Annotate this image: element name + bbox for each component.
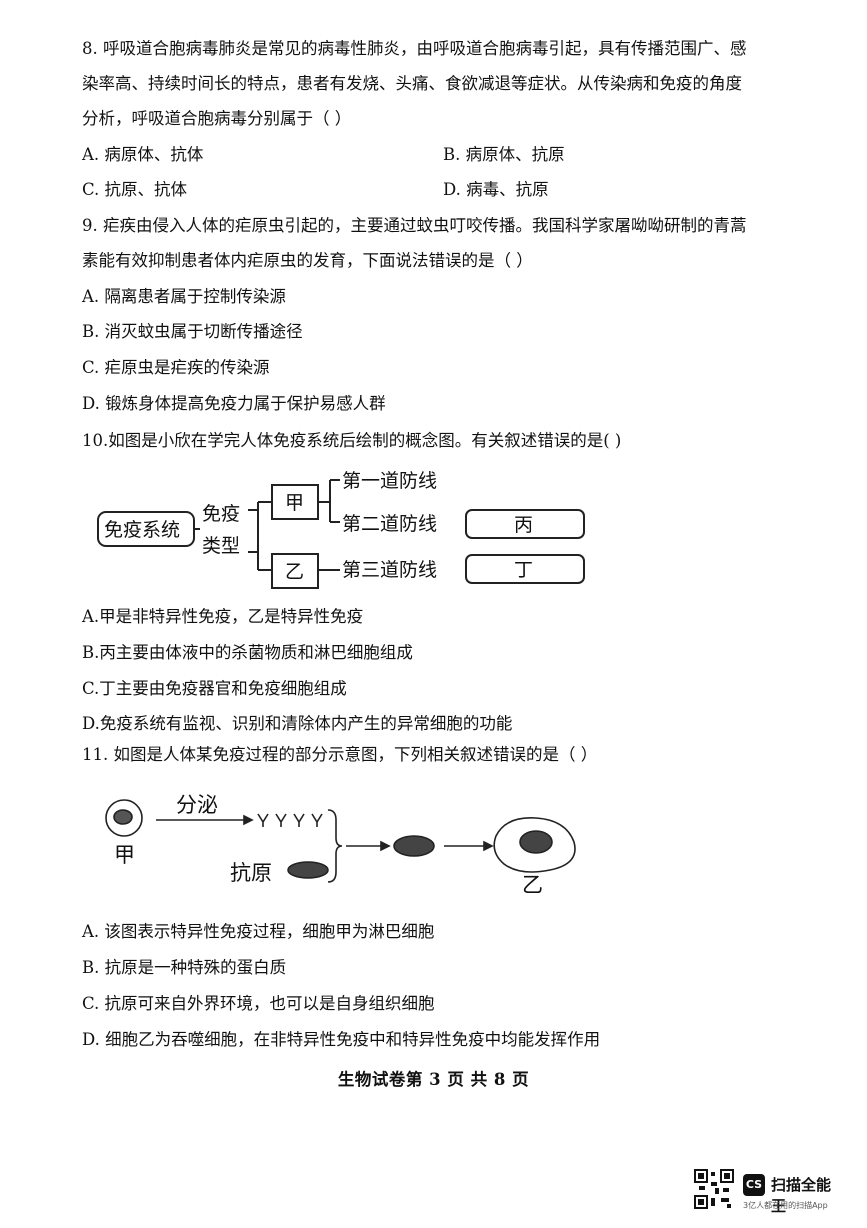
node-b-label: 乙 [285,561,304,583]
cell-a-icon [105,799,143,837]
line2-label: 第二道防线 [342,513,437,535]
q11-option-d: D. 细胞乙为吞噬细胞，在非特异性免疫中和特异性免疫中均能发挥作用 [82,1030,601,1049]
line1-label: 第一道防线 [342,470,437,492]
q8-option-c: C. 抗原、抗体 [82,180,188,199]
q9-option-d: D. 锻炼身体提高免疫力属于保护易感人群 [82,394,386,413]
q11-option-c: C. 抗原可来自外界环境，也可以是自身组织细胞 [82,994,435,1013]
page-footer: 生物试卷第 3 页 共 8 页 [337,1070,530,1089]
cell-b-icon [493,817,576,873]
brand-subtitle: 3亿人都在用的扫描App [743,1201,828,1210]
scanner-watermark: CS 扫描全能王 3亿人都在用的扫描App [693,1168,843,1216]
q10-option-a: A.甲是非特异性免疫，乙是特异性免疫 [82,607,364,626]
box-c-label: 丙 [514,514,533,536]
cell-b-label: 乙 [522,873,543,897]
q9-option-a: A. 隔离患者属于控制传染源 [82,287,286,306]
box-c [465,509,585,539]
q8-option-a: A. 病原体、抗体 [82,145,204,164]
q8-option-d: D. 病毒、抗原 [443,180,549,199]
node-a-label: 甲 [285,492,304,514]
box-d-label: 丁 [514,559,533,581]
q11-option-a: A. 该图表示特异性免疫过程，细胞甲为淋巴细胞 [82,922,435,941]
branch-label-2: 类型 [202,535,240,557]
q8-line-2: 染率高、持续时间长的特点，患者有发烧、头痛、食欲减退等症状。从传染病和免疫的角度 [82,74,742,93]
brand-name: 扫描全能王 [771,1176,832,1215]
cs-logo-icon: CS [743,1174,765,1196]
antigen-icon [287,861,329,879]
q8-option-b: B. 病原体、抗原 [443,145,565,164]
secrete-label: 分泌 [176,793,218,817]
q9-option-c: C. 疟原虫是疟疾的传染源 [82,358,270,377]
q11-stem: 11. 如图是人体某免疫过程的部分示意图，下列相关叙述错误的是（ ） [82,745,598,764]
q11-option-b: B. 抗原是一种特殊的蛋白质 [82,958,287,977]
q9-option-b: B. 消灭蚊虫属于切断传播途径 [82,322,303,341]
q10-option-b: B.丙主要由体液中的杀菌物质和淋巴细胞组成 [82,643,413,662]
immune-concept-diagram: 免疫系统 免疫 类型 甲 乙 第一道防线 第二道防线 第三道防线 丙 丁 [97,470,585,589]
root-label: 免疫系统 [104,519,180,541]
immune-process-diagram: 分泌 甲 抗原 乙 [105,793,576,897]
branch-label-1: 免疫 [202,503,240,525]
q9-line-2: 素能有效抑制患者体内疟原虫的发育，下面说法错误的是（ ） [82,251,533,270]
q10-option-c: C.丁主要由免疫器官和免疫细胞组成 [82,679,347,698]
cell-a-label: 甲 [114,843,135,867]
antibody-icons [257,813,323,827]
box-d [465,554,585,584]
q9-line-1: 9. 疟疾由侵入人体的疟原虫引起的，主要通过蚊虫叮咬传播。我国科学家屠呦呦研制的… [82,216,747,235]
complex-icon [393,835,435,857]
q10-stem: 10.如图是小欣在学完人体免疫系统后绘制的概念图。有关叙述错误的是( ) [82,431,622,450]
qr-code-icon [693,1168,735,1210]
q8-line-3: 分析，呼吸道合胞病毒分别属于（ ） [82,109,352,128]
q10-option-d: D.免疫系统有监视、识别和清除体内产生的异常细胞的功能 [82,714,513,733]
antigen-label: 抗原 [230,861,272,885]
line3-label: 第三道防线 [342,559,437,581]
q8-line-1: 8. 呼吸道合胞病毒肺炎是常见的病毒性肺炎，由呼吸道合胞病毒引起，具有传播范围广… [82,39,747,58]
